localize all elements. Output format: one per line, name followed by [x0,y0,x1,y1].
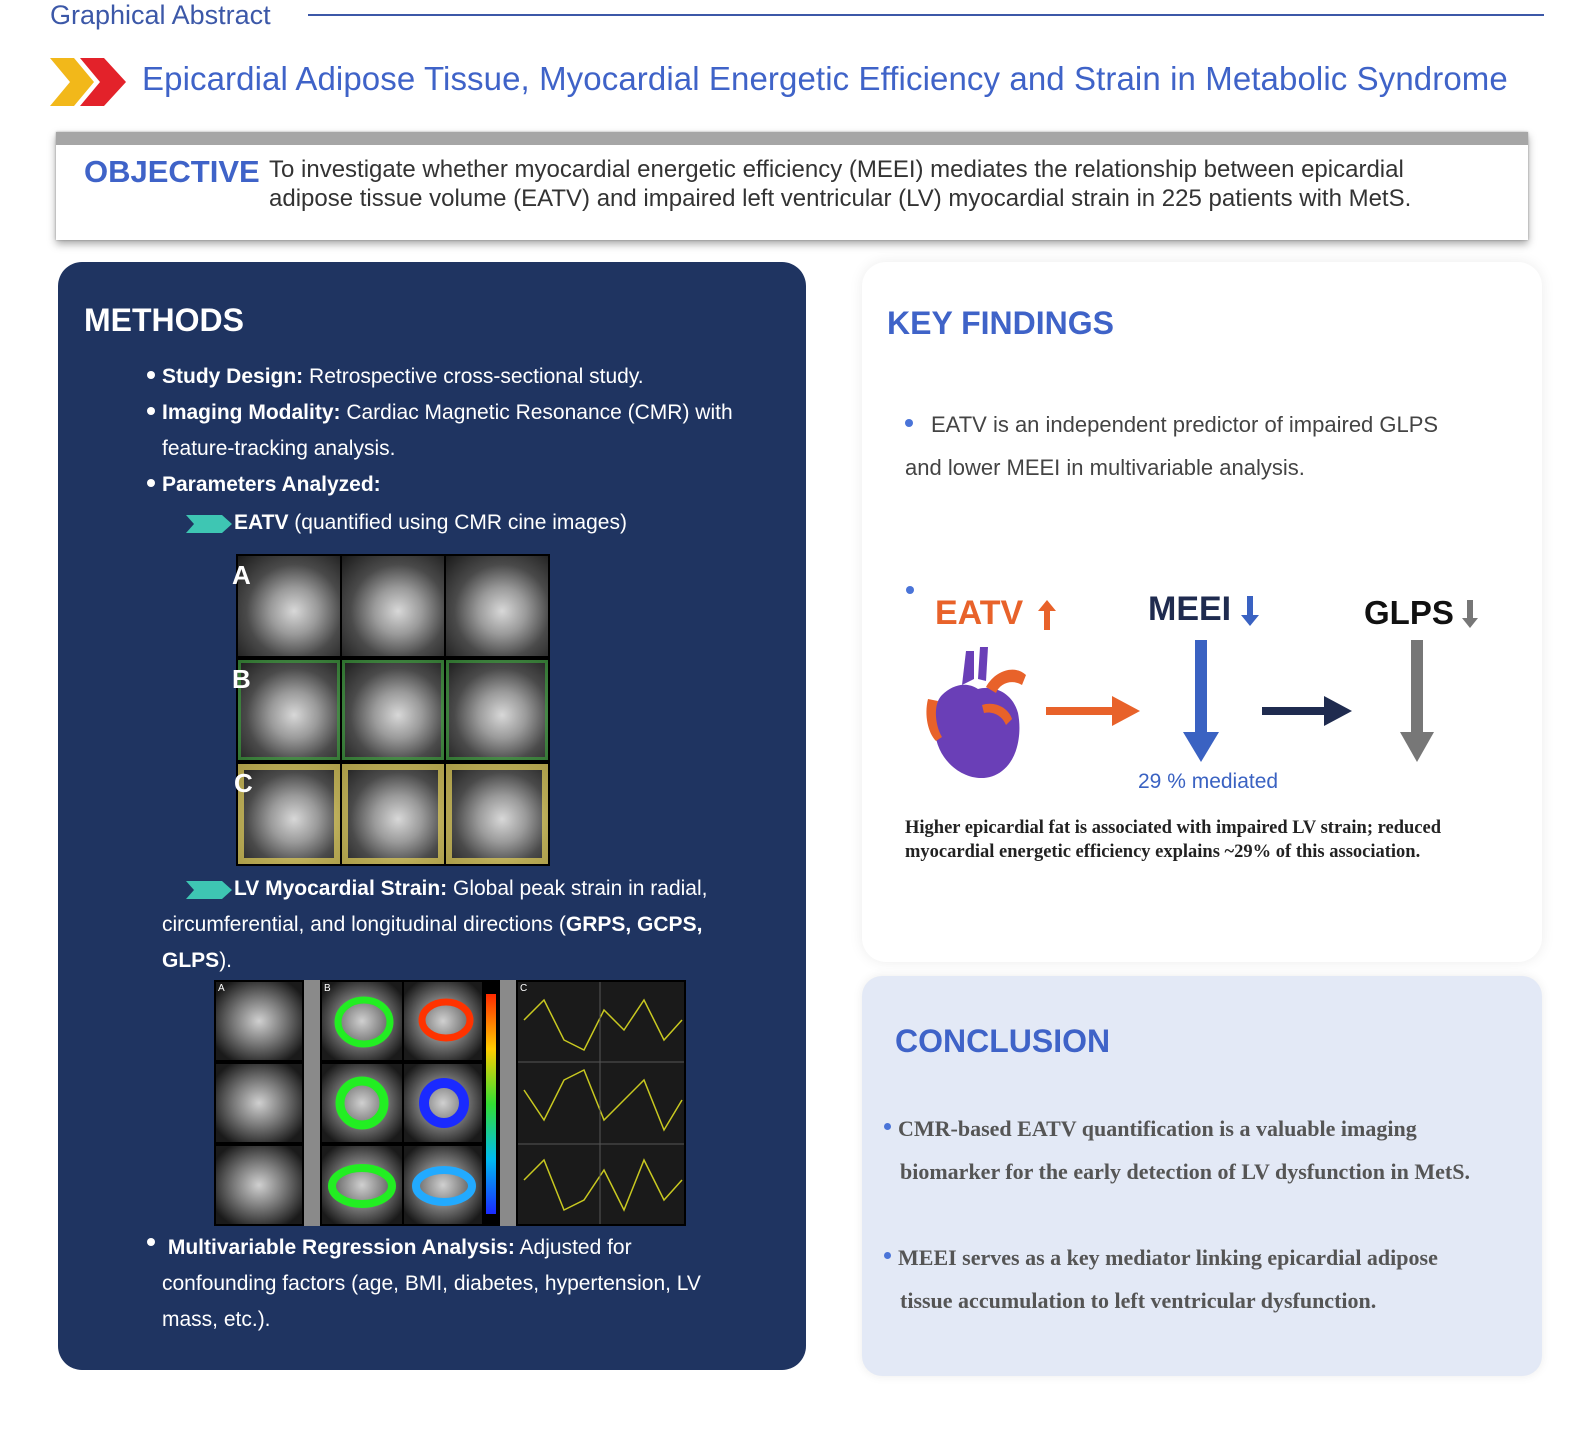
cmr-cine-image-grid [236,554,550,866]
header-rule [308,14,1544,16]
strain-item: LV Myocardial Strain: Global peak strain… [234,871,707,907]
key-findings-panel [862,262,1542,962]
bullet-icon [147,371,155,380]
params-item: Parameters Analyzed: [147,467,381,503]
conclusion-panel [862,976,1542,1376]
mri-row-label-b: B [232,664,251,694]
graphical-abstract-label: Graphical Abstract [50,0,271,30]
mri-row-label-a: A [232,560,251,590]
strain-text-3b: ). [219,949,233,972]
bullet-icon [905,419,913,428]
mri-image [446,556,548,656]
study-design-label: Study Design: [162,365,304,388]
arrow-down-icon [1462,600,1478,628]
eatv-text: (quantified using CMR cine images) [288,511,627,534]
mra-text: Adjusted for [514,1236,632,1259]
objective-line-2: adipose tissue volume (EATV) and impaire… [269,185,1412,212]
arrow-down-icon [1241,596,1259,626]
strain-text-3a: GLPS [162,949,220,972]
conclusion-title: CONCLUSION [895,1023,1111,1059]
teal-arrow-icon [186,515,232,533]
caption-line-1: Higher epicardial fat is associated with… [905,818,1441,838]
eatv-label: EATV [234,511,289,534]
mri-image [238,556,340,656]
conclusion-item-1-line-1: CMR-based EATV quantification is a valua… [898,1116,1417,1141]
conclusion-item-2-line-1: MEEI serves as a key mediator linking ep… [898,1245,1438,1270]
diagram-glps-label: GLPS [1364,594,1454,631]
eatv-item: EATV (quantified using CMR cine images) [234,505,627,541]
strain-text-2: circumferential, and longitudinal direct… [162,907,702,943]
caption-line-2: myocardial energetic efficiency explains… [905,842,1421,862]
mri-image [342,764,444,864]
bullet-icon [147,407,155,416]
diagram-meei-label: MEEI [1148,590,1232,628]
bullet-icon [884,1252,891,1260]
conclusion-item-2-line-2: tissue accumulation to left ventricular … [900,1288,1377,1313]
methods-title: METHODS [84,302,244,338]
arrow-right-icon [1046,696,1140,726]
mra-item: Multivariable Regression Analysis: Adjus… [147,1230,632,1266]
imaging-text-2: feature-tracking analysis. [162,437,396,460]
mediated-label: 29 % mediated [1138,770,1279,793]
study-design-item: Study Design: Retrospective cross-sectio… [147,359,644,395]
study-design-text: Retrospective cross-sectional study. [303,365,644,388]
objective-text: To investigate whether myocardial energe… [269,155,1519,213]
mra-label: Multivariable Regression Analysis: [167,1236,515,1259]
bullet-icon [147,1238,155,1247]
page-title: Epicardial Adipose Tissue, Myocardial En… [142,60,1508,97]
mri-row-label-c: C [234,768,253,798]
strain-text-3: GLPS). [162,943,232,979]
arrow-up-icon [1038,600,1056,630]
mra-text-2: confounding factors (age, BMI, diabetes,… [162,1272,701,1295]
mri-image [446,764,548,864]
ft-label-c: C [520,983,528,994]
strain-text-2b: GRPS, GCPS, [565,913,703,936]
heart-icon [926,647,1026,779]
conclusion-item-1-line-2: biomarker for the early detection of LV … [900,1159,1470,1184]
key-finding-1-line-2: and lower MEEI in multivariable analysis… [905,455,1305,480]
imaging-label: Imaging Modality: [162,401,341,424]
bullet-icon [884,1123,891,1131]
mri-image [238,764,340,864]
mri-image [238,660,340,760]
mri-image [446,660,548,760]
strain-label: LV Myocardial Strain: [234,877,448,900]
key-finding-1-line-1: EATV is an independent predictor of impa… [931,412,1439,437]
strain-text-2a: circumferential, and longitudinal direct… [162,913,566,936]
arrow-down-icon [1183,640,1219,762]
diagram-eatv-label: EATV [935,594,1024,632]
objective-label: OBJECTIVE [84,154,260,189]
key-findings-title: KEY FINDINGS [887,305,1114,341]
bullet-icon [147,479,155,488]
conclusion-item-1: CMR-based EATV quantification is a valua… [884,1107,1524,1193]
key-findings-caption: Higher epicardial fat is associated with… [905,816,1525,864]
arrow-down-icon [1400,640,1434,762]
conclusion-item-2: MEEI serves as a key mediator linking ep… [884,1236,1524,1322]
objective-box [56,132,1528,240]
teal-arrow-icon [186,881,232,899]
ft-label-a: A [218,983,225,994]
mri-image [342,556,444,656]
key-finding-1: EATV is an independent predictor of impa… [905,403,1505,489]
chevron-icon [50,58,126,106]
params-label: Parameters Analyzed: [162,473,381,496]
mri-image [342,660,444,760]
feature-tracking-figure [216,980,684,1226]
objective-line-1: To investigate whether myocardial energe… [269,156,1404,183]
bullet-icon [906,586,914,594]
strain-text: Global peak strain in radial, [447,877,708,900]
imaging-text: Cardiac Magnetic Resonance (CMR) with [340,401,733,424]
arrow-right-icon [1262,696,1352,726]
ft-label-b: B [324,983,331,994]
imaging-item: Imaging Modality: Cardiac Magnetic Reson… [147,395,733,431]
feature-tracking-image-grid [214,980,686,1226]
mra-text-3: mass, etc.). [162,1308,271,1331]
